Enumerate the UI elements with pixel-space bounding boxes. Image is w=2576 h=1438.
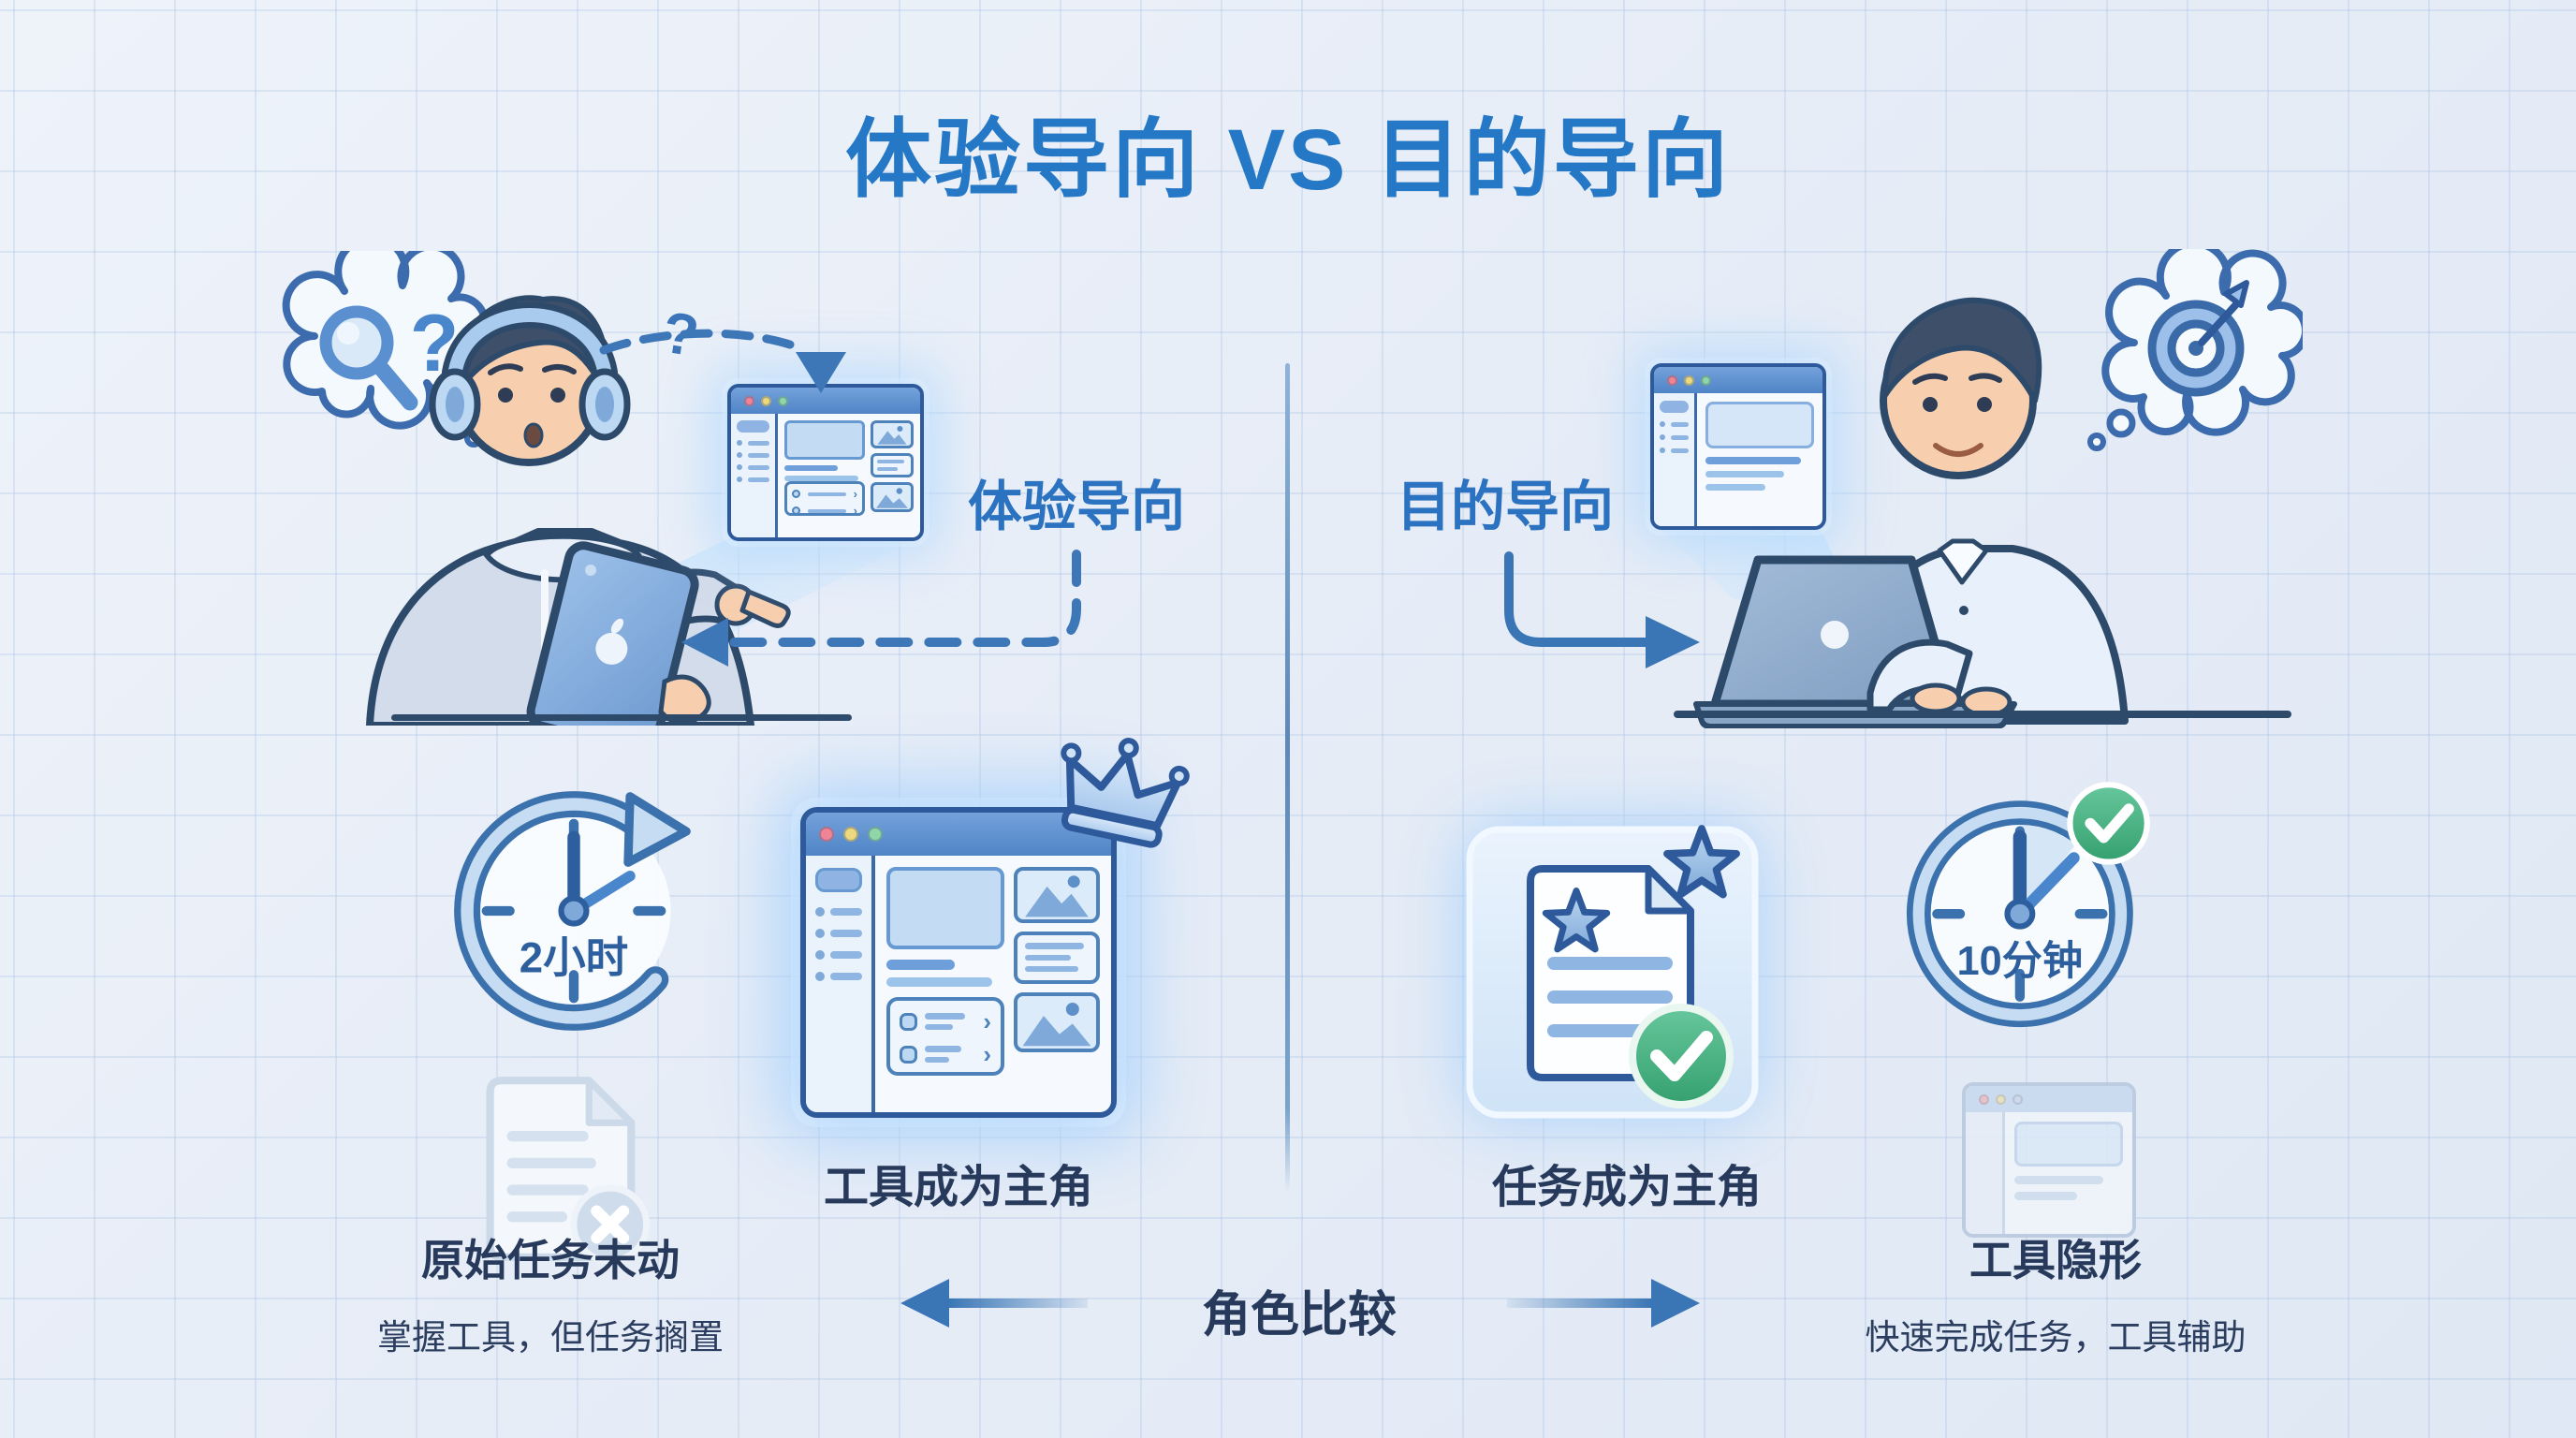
- tool-window: › ›: [800, 807, 1117, 1118]
- collar: [1937, 538, 1989, 585]
- clock-2h-icon: 2小时: [454, 791, 691, 1031]
- browser-content: [1697, 393, 1822, 526]
- page-title: 体验导向 VS 目的导向: [845, 112, 1731, 208]
- traffic-light-red: [819, 827, 834, 842]
- traffic-light-green: [868, 827, 883, 842]
- hair: [1881, 297, 2042, 404]
- traffic-light-yellow: [761, 395, 771, 406]
- traffic-light-red: [744, 395, 754, 406]
- traffic-light-green: [1701, 374, 1711, 386]
- browser-sidebar: [731, 414, 778, 537]
- star-icon: [1663, 825, 1740, 899]
- sidebar-button: [815, 868, 862, 892]
- pointing-hand: [714, 583, 791, 628]
- doc-title-left: 原始任务未动: [421, 1236, 680, 1284]
- vertical-divider: [1285, 363, 1290, 1192]
- faded-document-icon: [486, 1077, 651, 1265]
- traffic-light-green: [2012, 1093, 2023, 1105]
- tablet-logo: [595, 632, 628, 665]
- scene-label-left: 体验导向: [967, 477, 1185, 537]
- headphones-icon: [429, 301, 631, 441]
- image-card: [871, 482, 914, 512]
- x-badge-icon: [570, 1184, 651, 1265]
- tool-label-left: 工具成为主角: [823, 1163, 1093, 1212]
- browser-titlebar: [731, 388, 920, 414]
- clock-arrowhead: [623, 792, 691, 867]
- document-lines: [506, 1131, 596, 1223]
- time-label: 2小时: [520, 933, 628, 981]
- arm: [1866, 638, 1973, 713]
- time-label: 10分钟: [1957, 939, 2084, 984]
- button: [1959, 606, 1969, 615]
- doc-subtitle-left: 掌握工具，但任务搁置: [377, 1318, 724, 1357]
- compare-label: 角色比较: [1201, 1288, 1397, 1343]
- thought-trail-dot: [2087, 433, 2106, 451]
- hero-block: [1705, 402, 1814, 448]
- image-card: [871, 420, 914, 448]
- browser-titlebar: [1654, 367, 1822, 393]
- traffic-light-yellow: [1996, 1093, 2006, 1105]
- task-card: [1466, 825, 1759, 1119]
- target-icon: [2147, 280, 2249, 397]
- thought-bubble-right: [2087, 249, 2303, 451]
- browser-sidebar: [1966, 1112, 2005, 1234]
- scene-label-right: 目的导向: [1396, 477, 1614, 537]
- clock-10min-icon: 10分钟: [1906, 782, 2150, 1028]
- compare-arrow-right: [1507, 1279, 1700, 1328]
- desk-line-right: [1674, 711, 2291, 718]
- face: [1912, 373, 2002, 457]
- hero-block: [784, 420, 865, 460]
- document-lines: [1547, 957, 1673, 1037]
- check-badge-icon: [1629, 1004, 1734, 1108]
- list-block: › ›: [784, 481, 865, 517]
- browser-window-left: › ›: [727, 384, 924, 541]
- face: [488, 363, 577, 448]
- dart-fletching: [2223, 280, 2249, 308]
- task-label-right: 任务成为主角: [1491, 1163, 1762, 1212]
- desk-line-left: [391, 714, 852, 721]
- browser-titlebar: [1966, 1086, 2132, 1112]
- traffic-light-yellow: [1684, 374, 1694, 386]
- laptop-logo: [1821, 621, 1849, 649]
- dart: [2198, 300, 2241, 346]
- tool-title-right: 工具隐形: [1969, 1236, 2142, 1284]
- tablet: [526, 541, 699, 726]
- compare-arrow-left: [900, 1279, 1088, 1328]
- holding-hand: [658, 674, 711, 726]
- browser-content: › ›: [778, 414, 920, 537]
- sidebar-button: [1660, 401, 1689, 413]
- person-left: [366, 295, 791, 726]
- solid-arrow-label-to-laptop: [1504, 551, 1700, 668]
- tool-subtitle-right: 快速完成任务，工具辅助: [1865, 1318, 2247, 1357]
- browser-window-right: [1650, 363, 1826, 530]
- traffic-light-green: [778, 395, 788, 406]
- magnifier-icon: [319, 305, 418, 411]
- crown-icon: [1061, 738, 1190, 848]
- text-card: [1014, 932, 1100, 984]
- browser-content: › ›: [875, 856, 1111, 1112]
- hero-block: [886, 867, 1004, 949]
- sidebar-button: [737, 420, 769, 433]
- browser-sidebar: [1654, 393, 1697, 526]
- thought-trail-dot: [2106, 408, 2136, 438]
- traffic-light-red: [1667, 374, 1677, 386]
- traffic-light-yellow: [843, 827, 858, 842]
- check-badge-icon: [2067, 782, 2150, 865]
- browser-sidebar: [806, 856, 875, 1112]
- faded-browser-icon: [1962, 1082, 2136, 1238]
- text-card: [871, 453, 914, 477]
- image-card: [1014, 992, 1100, 1052]
- browser-content: [2005, 1112, 2132, 1234]
- person-right: [1693, 297, 2129, 728]
- traffic-light-red: [1979, 1093, 1989, 1105]
- image-card: [1014, 867, 1100, 923]
- hand: [1910, 682, 1962, 714]
- list-block: › ›: [886, 997, 1004, 1076]
- star-icon: [1542, 888, 1611, 953]
- browser-titlebar: [806, 813, 1111, 856]
